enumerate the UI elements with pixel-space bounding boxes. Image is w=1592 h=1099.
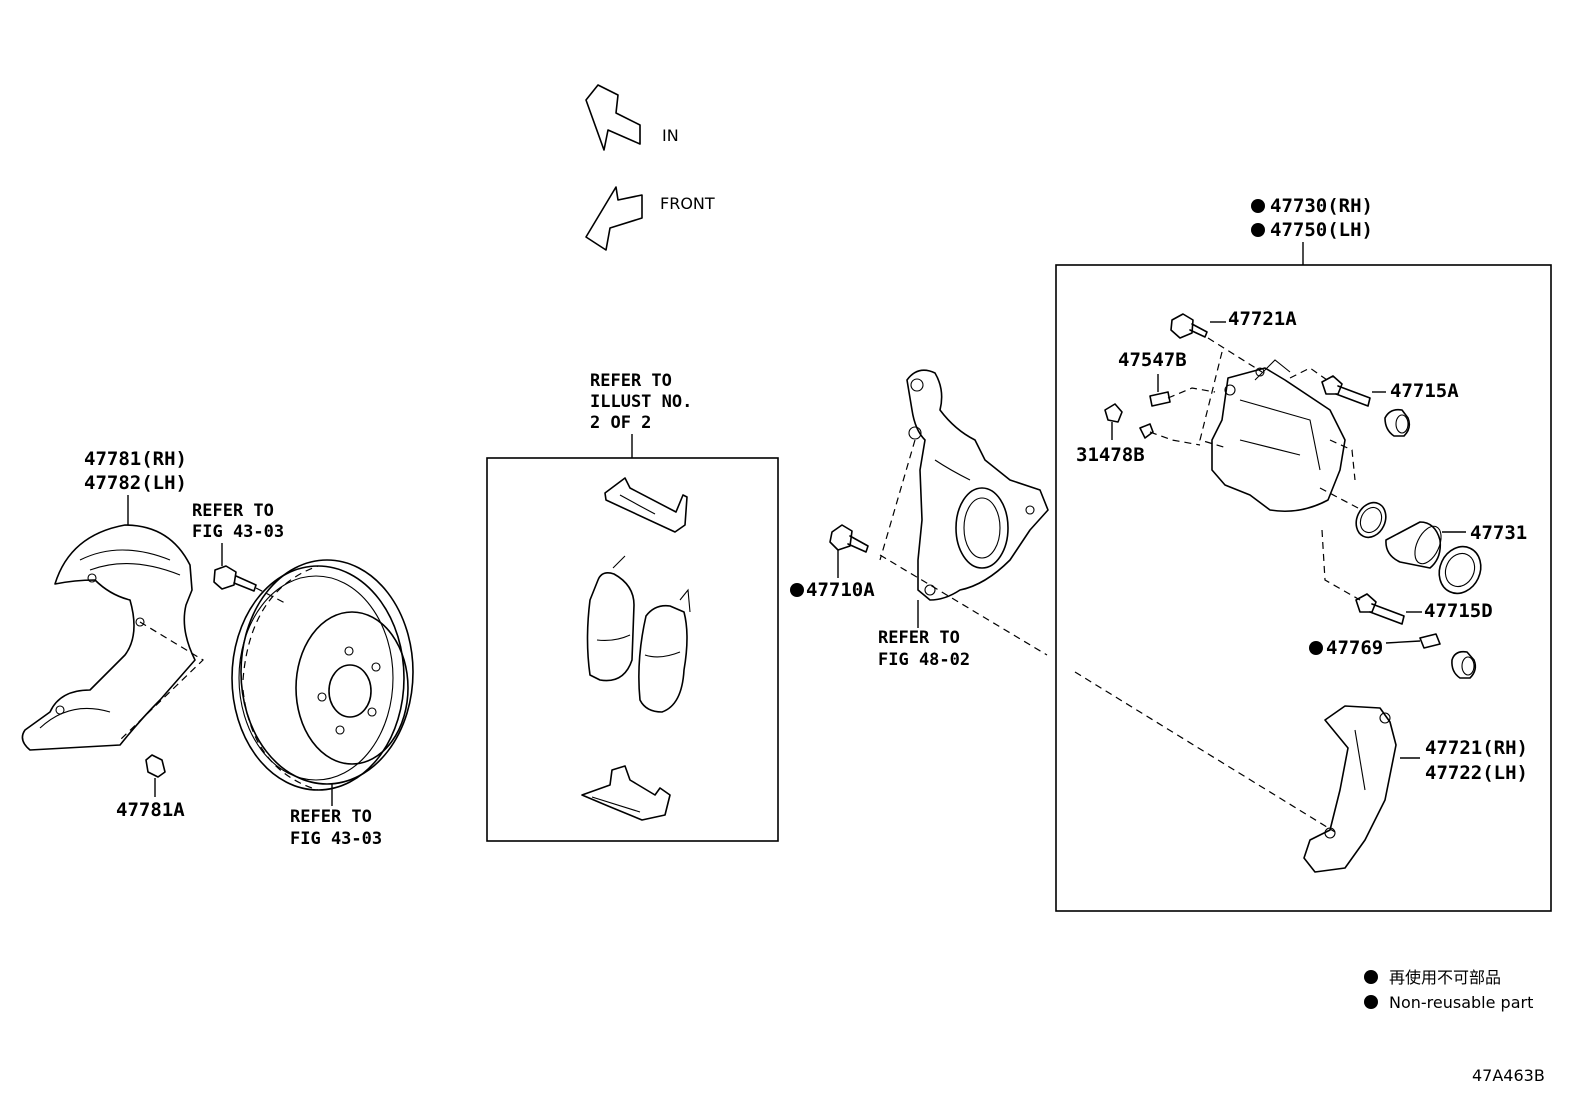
figure-id: 47A463B bbox=[1472, 1066, 1545, 1085]
caliper-dash-mount bbox=[1321, 529, 1361, 601]
legend-dot-icon bbox=[1364, 995, 1378, 1009]
refer-fig-48-02: FIG 48-02 bbox=[878, 650, 970, 670]
legend-en: Non-reusable part bbox=[1389, 993, 1533, 1012]
dust-shield bbox=[21, 524, 196, 751]
non-reusable-dot-icon bbox=[1251, 199, 1265, 213]
knuckle-dash-lower bbox=[879, 554, 1048, 656]
slide-pin-a-icon bbox=[1321, 375, 1386, 407]
label-caliper-rh: 47730(RH) bbox=[1270, 195, 1373, 217]
caliper-dash-top bbox=[1207, 337, 1263, 373]
refer-to-knuckle: REFER TO bbox=[878, 628, 960, 648]
front-label: FRONT bbox=[660, 194, 715, 213]
steering-knuckle bbox=[906, 369, 1049, 601]
caliper-body bbox=[1211, 359, 1346, 513]
label-shield-lh: 47782(LH) bbox=[84, 472, 187, 494]
caliper-dash-lower bbox=[1329, 439, 1356, 481]
caliper-mounting bbox=[1303, 705, 1397, 873]
legend-jp: 再使用不可部品 bbox=[1389, 968, 1501, 987]
refer-to-disc: REFER TO bbox=[290, 807, 372, 827]
refer-to-illust: REFER TO bbox=[590, 371, 672, 391]
label-47781a: 47781A bbox=[116, 799, 185, 821]
piston-seal-icon bbox=[1355, 501, 1387, 539]
pad-support-plate bbox=[581, 765, 671, 821]
caliper-bolt-icon bbox=[1170, 313, 1226, 339]
knuckle-dash-upper bbox=[879, 439, 916, 561]
caliper-dash-right bbox=[1289, 367, 1331, 383]
label-47769: 47769 bbox=[1326, 637, 1383, 659]
refer-fig-43-03-bolt: FIG 43-03 bbox=[192, 522, 284, 542]
knuckle-to-mount-dash bbox=[1074, 671, 1336, 833]
slide-pin-boot-a-icon bbox=[1384, 408, 1411, 437]
slide-pin-boot-d-icon bbox=[1451, 650, 1477, 679]
in-arrow-icon bbox=[585, 84, 641, 151]
disc-bolt-icon bbox=[213, 565, 257, 592]
label-47710a: 47710A bbox=[806, 579, 875, 601]
brake-disc bbox=[231, 559, 414, 791]
cap-dash bbox=[1149, 431, 1201, 446]
piston-dash bbox=[1319, 487, 1359, 509]
slide-bushing-icon bbox=[1385, 633, 1441, 649]
label-47721a: 47721A bbox=[1228, 308, 1297, 330]
brake-pad-inner bbox=[586, 555, 635, 682]
knuckle-bolt-icon bbox=[829, 524, 869, 578]
front-arrow-icon bbox=[585, 186, 643, 251]
slide-pin-d-icon bbox=[1355, 593, 1405, 625]
bleeder-plug-icon bbox=[1149, 374, 1171, 407]
non-reusable-dot-icon bbox=[1309, 641, 1323, 655]
label-caliper-lh: 47750(LH) bbox=[1270, 219, 1373, 241]
in-label: IN bbox=[662, 126, 679, 145]
shield-bolt-icon bbox=[145, 754, 166, 797]
label-shield-rh: 47781(RH) bbox=[84, 448, 187, 470]
bleeder-cap-icon bbox=[1104, 403, 1154, 440]
anti-squeal-shim bbox=[604, 477, 688, 533]
caliper-dash-left bbox=[1199, 351, 1228, 449]
label-47715a: 47715A bbox=[1390, 380, 1459, 402]
refer-fig-43-03-disc: FIG 43-03 bbox=[290, 829, 382, 849]
label-mount-rh: 47721(RH) bbox=[1425, 737, 1528, 759]
refer-to-bolt: REFER TO bbox=[192, 501, 274, 521]
refer-illust-no: ILLUST NO. bbox=[590, 392, 692, 412]
refer-two-of-two: 2 OF 2 bbox=[590, 413, 651, 433]
piston-boot-icon bbox=[1438, 545, 1482, 595]
disc-bolt-dash bbox=[255, 587, 286, 604]
piston-icon bbox=[1385, 521, 1442, 569]
legend-dot-icon bbox=[1364, 970, 1378, 984]
label-47715d: 47715D bbox=[1424, 600, 1493, 622]
brake-pad-outer bbox=[638, 588, 691, 713]
label-mount-lh: 47722(LH) bbox=[1425, 762, 1528, 784]
label-47547b: 47547B bbox=[1118, 349, 1187, 371]
non-reusable-dot-icon bbox=[790, 583, 804, 597]
label-31478b: 31478B bbox=[1076, 444, 1145, 466]
bleeder-dash bbox=[1167, 387, 1216, 399]
shield-dash bbox=[119, 621, 204, 741]
label-47731: 47731 bbox=[1470, 522, 1527, 544]
non-reusable-dot-icon bbox=[1251, 223, 1265, 237]
